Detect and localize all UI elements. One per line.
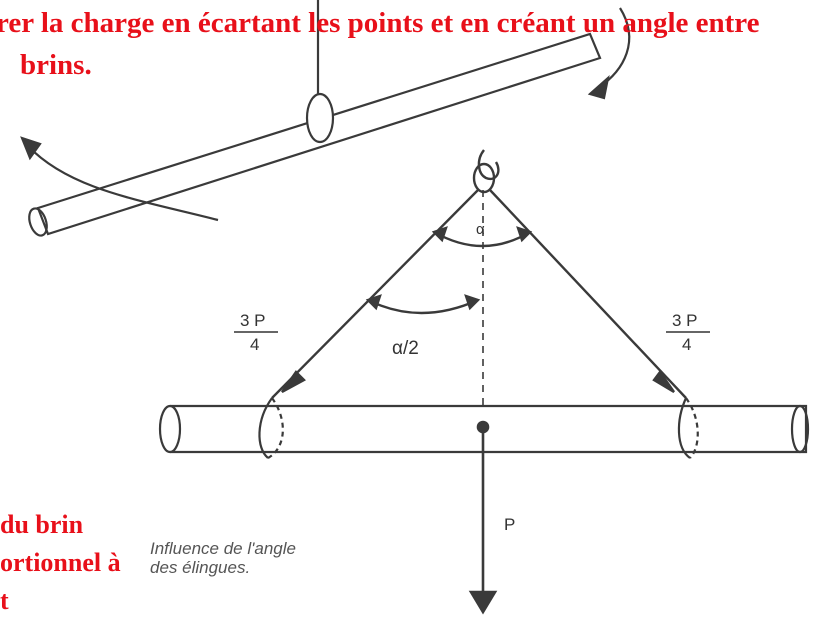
apex-ring xyxy=(472,162,496,194)
left-loop-front xyxy=(258,397,273,459)
top-hoist xyxy=(305,0,335,144)
crane-hook-icon xyxy=(477,149,500,181)
load-bar-left-end xyxy=(158,404,182,454)
side-note-line-2: ortionnel à xyxy=(0,548,121,577)
left-force-denominator: 4 xyxy=(250,335,259,354)
right-sling xyxy=(489,189,687,399)
tilted-bar-end xyxy=(28,207,48,237)
load-label: P xyxy=(504,515,515,534)
left-rotation-arrowhead xyxy=(20,136,42,161)
heading-line-1: rer la charge en écartant les points et … xyxy=(0,7,760,39)
load-vector-arrowhead xyxy=(468,590,498,615)
right-rotation-arrowhead xyxy=(587,74,610,100)
side-note-line-1: du brin xyxy=(0,510,84,539)
right-sling-arrowhead xyxy=(652,369,675,394)
alpha-arc-left-head xyxy=(431,226,448,243)
side-note-line-3: t xyxy=(0,586,9,615)
angle-arcs xyxy=(365,226,533,315)
right-force-denominator: 4 xyxy=(682,335,691,354)
right-loop-front xyxy=(677,397,691,459)
half-alpha-arc-left-head xyxy=(365,294,382,311)
rotation-arrows xyxy=(20,7,631,222)
top-bar-loop xyxy=(305,92,335,144)
load-bar-right-end xyxy=(790,404,810,454)
load-force xyxy=(468,420,498,615)
sling-triangle xyxy=(271,149,687,399)
half-alpha-arc xyxy=(367,298,479,315)
right-force-numerator: 3 P xyxy=(672,311,698,330)
half-angle-label: α/2 xyxy=(392,338,419,359)
left-sling xyxy=(271,189,479,399)
right-loop-back xyxy=(685,397,699,459)
heading-line-2: brins. xyxy=(20,49,92,81)
alpha-arc-right-head xyxy=(516,226,533,243)
figure-caption-line-1: Influence de l'angle xyxy=(150,539,296,558)
left-loop-back xyxy=(267,397,284,459)
left-force-numerator: 3 P xyxy=(240,311,266,330)
angle-label: α xyxy=(476,221,485,238)
figure-caption-line-2: des élingues. xyxy=(150,558,251,577)
left-rotation-arrow xyxy=(27,145,219,222)
diagram-labels: 3 P 4 3 P 4 α/2 α P xyxy=(234,221,710,534)
left-sling-arrowhead xyxy=(281,370,306,394)
half-alpha-arc-right-head xyxy=(464,294,481,311)
